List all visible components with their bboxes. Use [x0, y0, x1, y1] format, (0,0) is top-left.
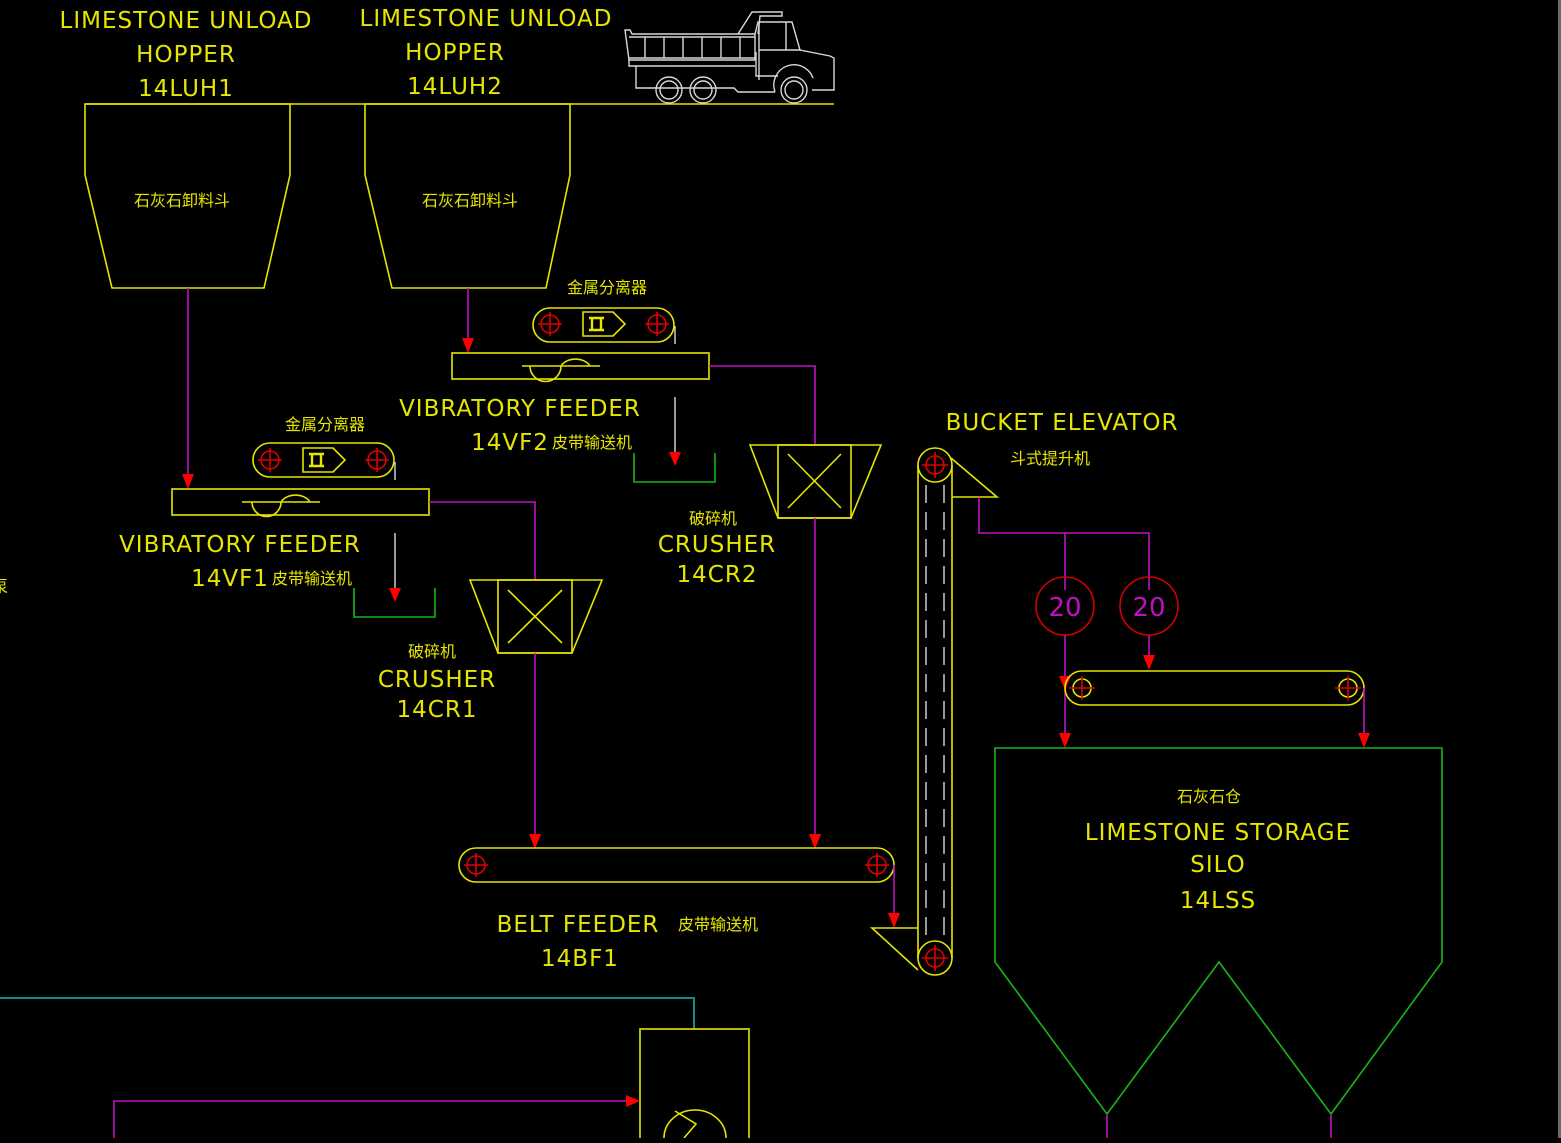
- silo-tag: 14LSS: [1180, 888, 1256, 914]
- viewport-scrollbar[interactable]: [1558, 0, 1561, 1138]
- hopper-2-title-line1: LIMESTONE UNLOAD: [360, 6, 613, 32]
- flow-arrow: [626, 1095, 640, 1107]
- pulley-icon: [258, 448, 282, 472]
- flow-arrow: [888, 913, 900, 928]
- pulley-icon: [922, 452, 948, 478]
- crusher-2-cn-label: 破碎机: [689, 509, 737, 528]
- blower-housing[interactable]: [639, 1028, 750, 1143]
- magnet-icon: [302, 447, 347, 473]
- flow-arrow: [669, 452, 681, 466]
- flow-arrow: [1358, 733, 1370, 748]
- hopper-1-title-line2: HOPPER: [136, 42, 236, 68]
- vibratory-feeder-2-tag: 14VF2: [471, 430, 549, 456]
- belt-feeder[interactable]: [458, 847, 895, 883]
- flow-arrow: [1059, 733, 1071, 748]
- vibratory-feeder-1-title: VIBRATORY FEEDER: [119, 532, 361, 558]
- bucket-elevator[interactable]: [869, 447, 1000, 976]
- diverter-2-value: 20: [1132, 593, 1165, 623]
- silo-top-conveyor[interactable]: [1064, 670, 1365, 706]
- crusher-2-title: CRUSHER: [658, 532, 776, 558]
- pulley-icon: [922, 945, 948, 971]
- pulley-icon: [538, 312, 562, 336]
- dump-truck-icon: [624, 11, 835, 104]
- flow-line-elevator-diverters: [978, 497, 1150, 590]
- silo-cn-label: 石灰石仓: [1177, 787, 1241, 806]
- metal-separator-1[interactable]: 金属分离器: [252, 415, 396, 480]
- flow-arrow: [809, 834, 821, 849]
- bucket-elevator-cn-label: 斗式提升机: [1010, 449, 1090, 468]
- hopper-1-label: LIMESTONE UNLOAD HOPPER 14LUH1: [60, 8, 313, 102]
- belt-feeder-title: BELT FEEDER: [497, 912, 660, 938]
- hopper-1-title-line1: LIMESTONE UNLOAD: [60, 8, 313, 34]
- metal-separator-2[interactable]: 金属分离器: [532, 278, 676, 344]
- belt-feeder-cn-label: 皮带输送机: [678, 915, 758, 934]
- flow-line-feeder2-crusher2: [709, 365, 816, 445]
- flow-arrow: [529, 834, 541, 849]
- pulley-icon: [645, 312, 669, 336]
- crusher-1-title: CRUSHER: [378, 667, 496, 693]
- hopper-2-tag: 14LUH2: [407, 74, 503, 100]
- limestone-storage-silo[interactable]: 石灰石仓 LIMESTONE STORAGE SILO 14LSS: [994, 747, 1443, 1116]
- vibratory-feeder-1-cn-label: 皮带输送机: [272, 569, 352, 588]
- blower-fan-blade: [674, 1110, 698, 1139]
- blower-fan-icon: [663, 1109, 727, 1139]
- crusher-1[interactable]: [468, 579, 604, 654]
- silo-title-line1: LIMESTONE STORAGE: [1085, 820, 1351, 846]
- belt-feeder-tag: 14BF1: [541, 946, 619, 972]
- crusher-1-cn-label: 破碎机: [408, 642, 456, 661]
- flow-line-feeder1-crusher1: [429, 501, 536, 580]
- pulley-icon: [365, 448, 389, 472]
- hopper-2-cn-label: 石灰石卸料斗: [422, 191, 518, 210]
- magnet-icon: [582, 311, 627, 337]
- flow-arrow: [182, 474, 194, 489]
- pulley-icon: [1069, 676, 1095, 700]
- vibratory-feeder-1[interactable]: [171, 488, 430, 518]
- hopper-1-cn-label: 石灰石卸料斗: [134, 191, 230, 210]
- flow-arrow: [1143, 655, 1155, 670]
- pulley-icon: [865, 853, 889, 877]
- metal-separator-1-label: 金属分离器: [285, 415, 365, 434]
- hopper-1-tag: 14LUH1: [138, 76, 234, 102]
- diverter-2[interactable]: 20: [1119, 576, 1179, 636]
- diverter-1-value: 20: [1048, 593, 1081, 623]
- vibratory-feeder-2[interactable]: [451, 352, 710, 383]
- left-edge-cn-glyph: 泵: [0, 577, 8, 596]
- vibratory-feeder-1-tag: 14VF1: [191, 566, 269, 592]
- air-line: [0, 997, 695, 1029]
- hopper-2-label: LIMESTONE UNLOAD HOPPER 14LUH2: [360, 6, 613, 100]
- vibratory-feeder-2-title: VIBRATORY FEEDER: [399, 396, 641, 422]
- pulley-icon: [464, 853, 488, 877]
- elevator-discharge-chute: [950, 457, 1000, 498]
- pulley-icon: [1335, 676, 1361, 700]
- crusher-1-tag: 14CR1: [397, 697, 478, 723]
- flow-arrow: [389, 588, 401, 602]
- reject-bin-1: [353, 588, 436, 618]
- silo-title-line2: SILO: [1190, 852, 1245, 878]
- metal-separator-2-label: 金属分离器: [567, 278, 647, 297]
- flow-arrow: [462, 338, 474, 353]
- elevator-inlet-chute: [869, 927, 919, 971]
- crusher-2-tag: 14CR2: [677, 562, 758, 588]
- bucket-elevator-title: BUCKET ELEVATOR: [946, 410, 1179, 436]
- hopper-1[interactable]: 石灰石卸料斗: [84, 103, 291, 289]
- vibratory-feeder-2-cn-label: 皮带输送机: [552, 433, 632, 452]
- reject-bin-2: [633, 453, 716, 483]
- hopper-2-title-line2: HOPPER: [405, 40, 505, 66]
- crusher-2[interactable]: [748, 444, 883, 519]
- hopper-2[interactable]: 石灰石卸料斗: [364, 103, 571, 289]
- flow-line-to-blower: [113, 1100, 628, 1138]
